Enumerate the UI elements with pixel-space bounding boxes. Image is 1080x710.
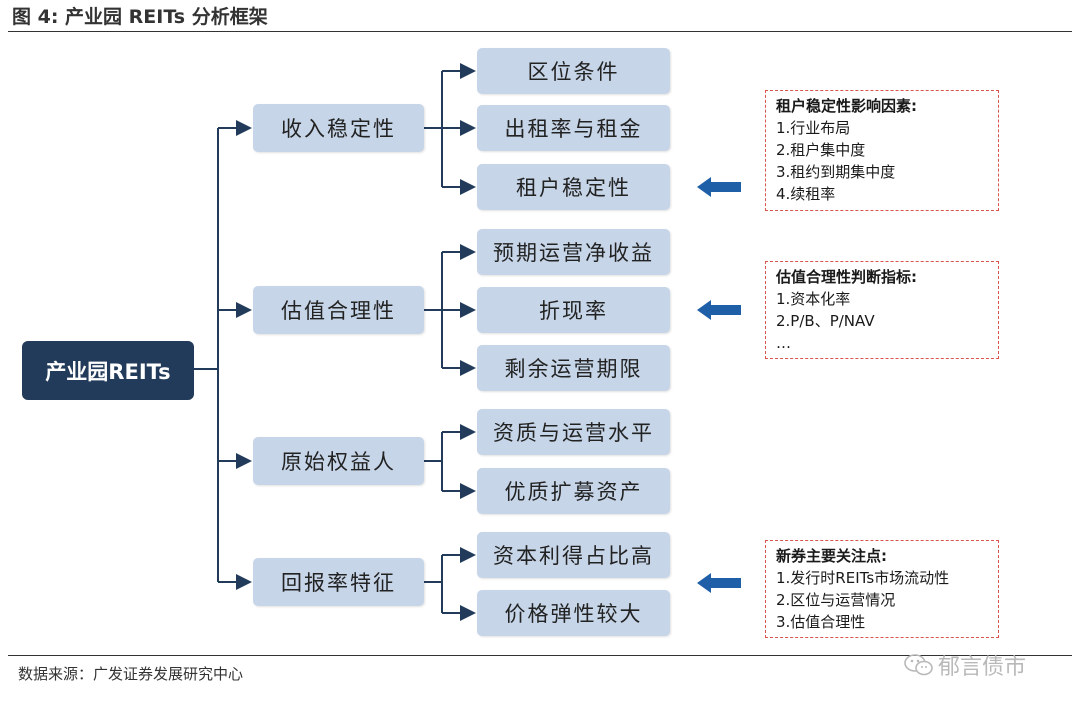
note-item: … — [776, 334, 791, 352]
node-valuation-reasonableness: 估值合理性 — [253, 286, 424, 334]
leaf-capital-gain: 资本利得占比高 — [477, 532, 670, 578]
leaf-occupancy-rent: 出租率与租金 — [477, 105, 670, 151]
leaf-remaining-term: 剩余运营期限 — [477, 345, 670, 391]
watermark: 郁言债市 — [904, 649, 1026, 681]
note-title: 估值合理性判断指标: — [776, 268, 917, 286]
note-item: 2.区位与运营情况 — [776, 591, 896, 609]
bottom-rule — [8, 655, 1072, 656]
leaf-tenant-stability: 租户稳定性 — [477, 164, 670, 210]
leaf-discount-rate: 折现率 — [477, 287, 670, 333]
source-note: 数据来源：广发证券发展研究中心 — [18, 665, 244, 683]
note-item: 1.发行时REITs市场流动性 — [776, 569, 950, 587]
pointer-arrow-icon — [697, 300, 741, 320]
root-node: 产业园REITs — [22, 341, 194, 400]
note-valuation: 估值合理性判断指标: 1.资本化率 2.P/B、P/NAV … — [765, 261, 999, 359]
node-original-equity-holder: 原始权益人 — [253, 437, 424, 485]
pointer-arrow-icon — [697, 177, 741, 197]
leaf-location: 区位条件 — [477, 48, 670, 94]
leaf-quality-operation: 资质与运营水平 — [477, 409, 670, 455]
figure-title: 图 4: 产业园 REITs 分析框架 — [12, 6, 268, 28]
leaf-expected-noi: 预期运营净收益 — [477, 229, 670, 275]
note-item: 3.租约到期集中度 — [776, 163, 896, 181]
node-return-characteristics: 回报率特征 — [253, 558, 424, 606]
watermark-text: 郁言债市 — [938, 655, 1027, 680]
note-item: 1.行业布局 — [776, 119, 851, 137]
note-title: 租户稳定性影响因素: — [776, 97, 917, 115]
note-title: 新券主要关注点: — [776, 547, 887, 565]
note-item: 2.P/B、P/NAV — [776, 312, 875, 330]
leaf-price-elasticity: 价格弹性较大 — [477, 590, 670, 636]
note-item: 2.租户集中度 — [776, 141, 866, 159]
leaf-expansion-assets: 优质扩募资产 — [477, 468, 670, 514]
node-income-stability: 收入稳定性 — [253, 104, 424, 152]
note-item: 3.估值合理性 — [776, 613, 866, 631]
top-rule — [8, 31, 1072, 32]
note-new-issue: 新券主要关注点: 1.发行时REITs市场流动性 2.区位与运营情况 3.估值合… — [765, 540, 999, 638]
note-item: 4.续租率 — [776, 185, 836, 203]
note-item: 1.资本化率 — [776, 290, 851, 308]
wechat-icon — [904, 654, 933, 676]
pointer-arrow-icon — [697, 573, 741, 593]
note-tenant-stability: 租户稳定性影响因素: 1.行业布局 2.租户集中度 3.租约到期集中度 4.续租… — [765, 90, 999, 211]
